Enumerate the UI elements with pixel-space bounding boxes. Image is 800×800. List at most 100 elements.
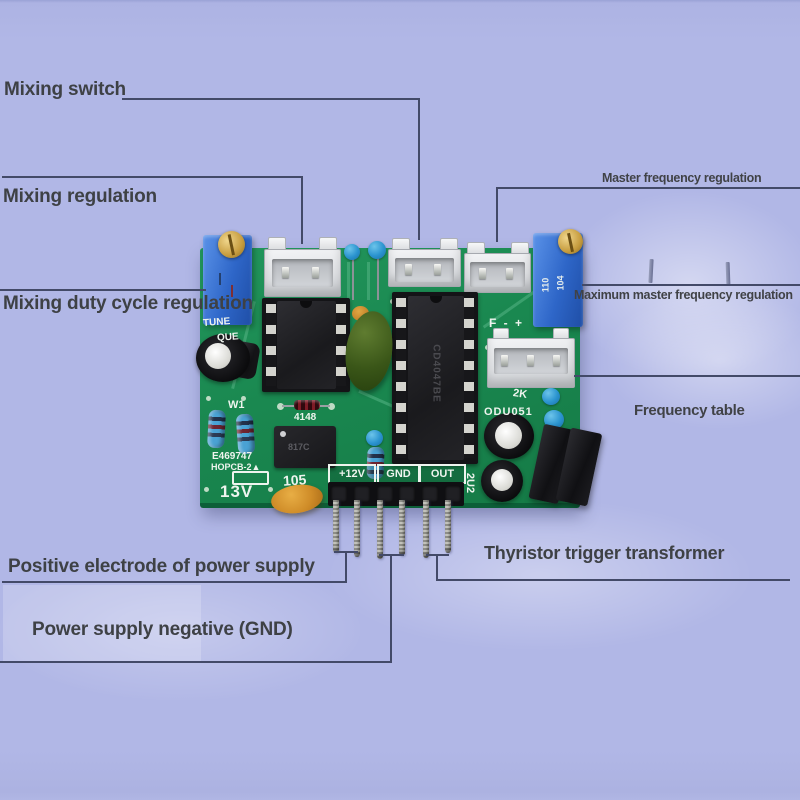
callout-frequency-table-line (574, 375, 800, 377)
label-thyristor-transformer: Thyristor trigger transformer (484, 543, 725, 563)
ic-main-pins-left (396, 298, 406, 458)
diode-4148 (294, 400, 320, 410)
optocoupler-dot (280, 431, 286, 437)
blue-capacitor (542, 388, 560, 405)
header-cell (353, 486, 370, 502)
fuse-silkscreen (232, 471, 269, 485)
silkscreen-tune: TUNE (202, 316, 231, 329)
background-pin (648, 258, 654, 284)
connector-pin (501, 355, 508, 366)
background-light-panel (3, 585, 201, 662)
callout-mixing-regulation-line (301, 176, 303, 244)
label-frequency-table: Frequency table (634, 402, 745, 419)
callout-thyristor-line (436, 554, 438, 581)
blue-capacitor (344, 244, 360, 260)
header-cell (421, 486, 438, 502)
connector-master-frequency (464, 242, 531, 293)
silkscreen-odu051: ODU051 (484, 406, 533, 418)
silkscreen-box-gnd: GND (377, 464, 420, 484)
silkscreen-model: HOPCB-2▲ (211, 462, 261, 472)
pin-gnd (399, 500, 405, 556)
pin-12v (354, 500, 360, 557)
label-master-frequency: Master frequency regulation (602, 171, 762, 185)
callout-master-frequency-line (496, 187, 498, 242)
silkscreen-2k: 2K (512, 387, 528, 401)
callout-mixing-switch-line (122, 98, 420, 100)
background-haze (330, 500, 750, 650)
background-pin (725, 261, 731, 286)
silkscreen-gnd: GND (386, 468, 411, 480)
connector-slot (395, 258, 454, 282)
silkscreen-serial: E469747 (212, 451, 253, 462)
connector-pin (527, 355, 534, 366)
silkscreen-2u2: 2U2 (464, 472, 477, 494)
ic-main-pins-right (464, 298, 474, 458)
trimmer-marking-110: 110 (540, 277, 551, 293)
capacitor-lead (352, 258, 354, 300)
header-cell (444, 486, 461, 502)
trimmer-marking (219, 273, 221, 285)
callout-mixing-regulation-line (2, 176, 303, 178)
silkscreen-box-12v: +12V (328, 464, 376, 484)
callout-mixing-switch-line (418, 98, 420, 240)
silkscreen-13v: 13V (220, 482, 254, 501)
connector-pin (282, 267, 289, 278)
solder-pad (328, 403, 335, 410)
label-power-positive: Positive electrode of power supply (8, 556, 315, 577)
ic-main-part-number: CD4047BE (430, 344, 442, 403)
connector-frequency-table (487, 328, 575, 388)
silkscreen-out: OUT (430, 468, 455, 480)
capacitor-top (205, 343, 231, 369)
connector-pin (312, 267, 319, 278)
callout-mixing-duty-line (0, 289, 206, 291)
pin-12v (333, 500, 339, 553)
capacitor-lead (377, 256, 379, 300)
solder-pad (206, 396, 211, 401)
blue-capacitor (368, 241, 386, 259)
ic1-pins-left (266, 304, 276, 386)
capacitor-top (491, 469, 513, 491)
connector-pin (434, 264, 441, 275)
pcb-trace (367, 262, 370, 300)
callout-negative-line (390, 554, 392, 663)
solder-pad (204, 487, 209, 492)
label-mixing-duty-cycle: Mixing duty cycle regulation (3, 293, 253, 314)
pin-out (445, 500, 451, 553)
connector-pin (405, 264, 412, 275)
ic-main-chip (408, 296, 464, 460)
connector-pin (506, 268, 513, 279)
header-cell (376, 486, 393, 502)
connector-mixing-switch (388, 238, 461, 287)
ic1-notch (300, 301, 312, 308)
silkscreen-4148: 4148 (294, 412, 317, 423)
capacitor-top (495, 422, 522, 449)
connector-pin (479, 268, 486, 279)
label-maximum-master-frequency: Maximum master frequency regulation (574, 288, 793, 302)
trimmer-screw (218, 231, 245, 258)
optocoupler-marking: 817C (288, 442, 310, 452)
trimmer-screw (558, 229, 583, 254)
pin-gnd (377, 500, 383, 559)
silkscreen-que: QUE (216, 331, 240, 344)
resistor (235, 413, 256, 455)
callout-positive-line (345, 551, 347, 583)
callout-negative-line (0, 661, 392, 663)
trimmer-marking-104: 104 (555, 275, 566, 291)
header-cell (331, 486, 348, 502)
callout-maximum-master-frequency-line (582, 284, 800, 286)
electrolytic-capacitor (484, 413, 534, 459)
pcb-trace (347, 262, 350, 300)
electrolytic-capacitor (481, 460, 523, 502)
label-power-negative: Power supply negative (GND) (32, 619, 293, 640)
solder-pad (277, 403, 284, 410)
callout-positive-line (2, 581, 347, 583)
callout-master-frequency-line (496, 187, 800, 189)
blue-capacitor (366, 430, 383, 446)
electrolytic-capacitor (196, 334, 250, 382)
resistor (207, 409, 226, 449)
solder-pad (241, 396, 246, 401)
label-mixing-switch: Mixing switch (4, 79, 126, 100)
silkscreen-f-minus-plus: F - + (489, 316, 525, 330)
header-cell (399, 486, 416, 502)
